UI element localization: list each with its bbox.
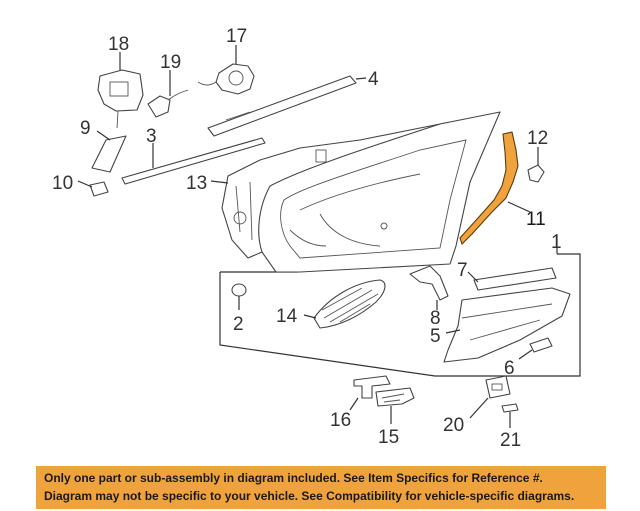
disclaimer-line-2: Diagram may not be specific to your vehi… bbox=[44, 489, 575, 503]
part-19-rod bbox=[147, 70, 189, 118]
part-5-armrest bbox=[443, 287, 571, 363]
disclaimer-line-1: Only one part or sub-assembly in diagram… bbox=[44, 471, 543, 485]
callout-4: 4 bbox=[368, 69, 379, 90]
callout-14: 14 bbox=[276, 306, 298, 327]
callout-11: 11 bbox=[526, 209, 546, 230]
disclaimer-banner: Only one part or sub-assembly in diagram… bbox=[36, 466, 606, 509]
part-9-mirror-cover bbox=[91, 130, 127, 173]
callout-3: 3 bbox=[146, 126, 157, 147]
part-21-bulb bbox=[501, 403, 519, 428]
part-8-pull-handle bbox=[409, 265, 449, 310]
part-16-bracket bbox=[349, 375, 391, 411]
part-12-clip bbox=[527, 147, 545, 183]
callout-7: 7 bbox=[457, 260, 468, 281]
callout-13: 13 bbox=[186, 173, 207, 194]
callout-19: 19 bbox=[160, 52, 181, 73]
part-14-speaker-grille bbox=[303, 279, 386, 329]
part-10-clip bbox=[77, 180, 109, 197]
part-2-plug bbox=[231, 283, 247, 310]
callout-5: 5 bbox=[430, 326, 441, 347]
callout-12: 12 bbox=[527, 128, 548, 149]
part-20-lamp-housing bbox=[469, 375, 511, 419]
callout-10: 10 bbox=[52, 173, 73, 194]
callout-8: 8 bbox=[430, 308, 441, 329]
part-11-highlighted-trim bbox=[459, 131, 531, 246]
callout-20: 20 bbox=[443, 415, 464, 436]
callout-21: 21 bbox=[500, 430, 521, 451]
part-7-trim-strip bbox=[467, 267, 557, 291]
part-15-switch-panel bbox=[375, 387, 415, 424]
callout-1: 1 bbox=[551, 232, 562, 253]
part-4-belt-molding bbox=[207, 75, 367, 137]
callout-15: 15 bbox=[378, 427, 399, 448]
callout-16: 16 bbox=[330, 410, 351, 431]
part-18-latch bbox=[97, 52, 144, 129]
parts-diagram: 17 18 19 4 9 3 12 10 13 11 1 7 14 8 2 5 … bbox=[52, 26, 581, 451]
part-17-lock-actuator bbox=[197, 45, 255, 95]
part-3-weatherstrip bbox=[121, 137, 266, 185]
callout-2: 2 bbox=[233, 314, 244, 335]
callout-9: 9 bbox=[80, 118, 91, 139]
callout-17: 17 bbox=[226, 26, 247, 47]
door-trim-panel bbox=[258, 111, 501, 273]
callout-18: 18 bbox=[108, 34, 129, 55]
callout-6: 6 bbox=[504, 358, 515, 379]
part-6-switch-bezel bbox=[518, 337, 553, 360]
